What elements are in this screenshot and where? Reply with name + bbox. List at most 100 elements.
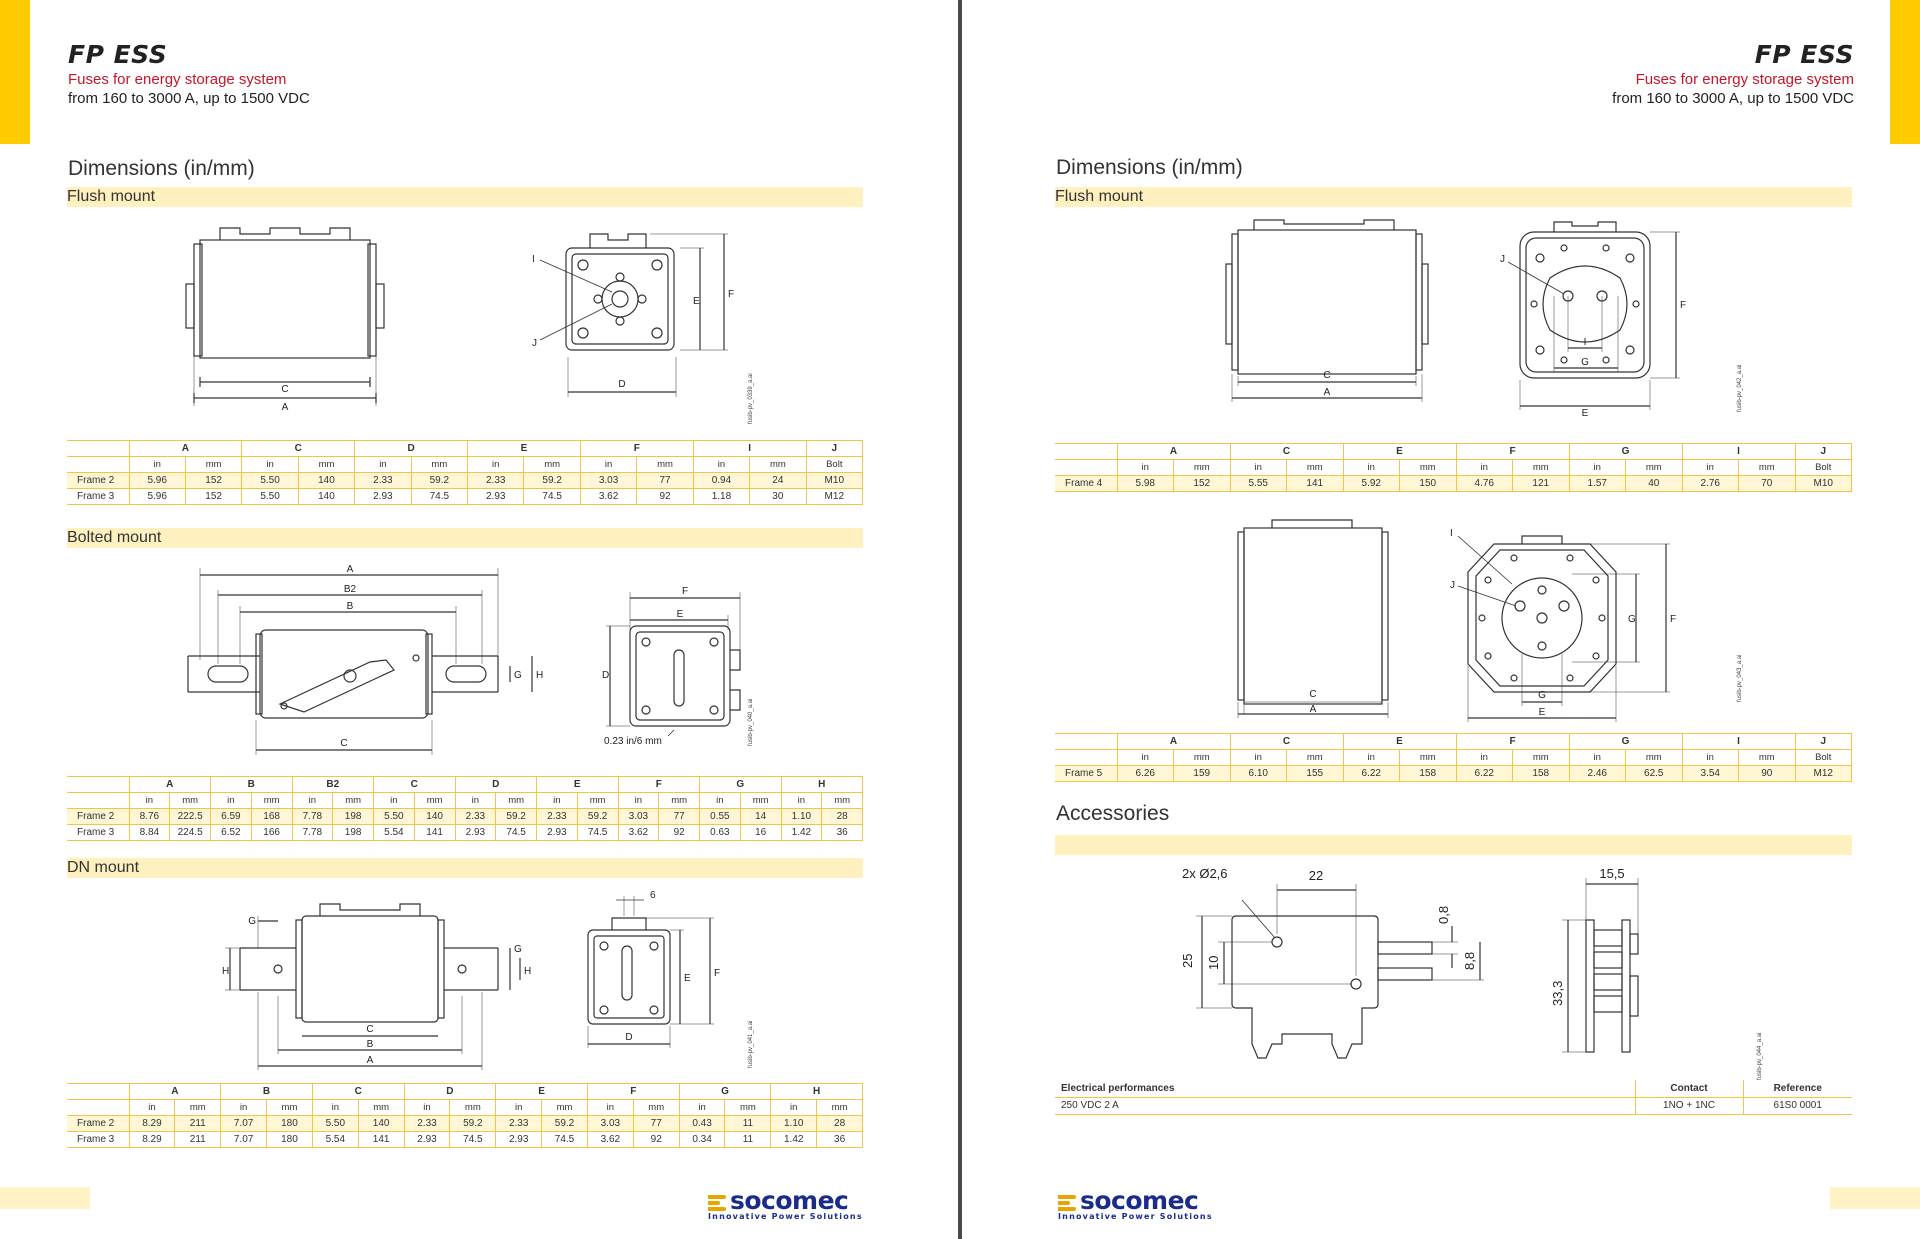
- col-header: C: [373, 776, 456, 793]
- col-header: G: [1568, 733, 1683, 750]
- table-cell: 28: [821, 808, 863, 825]
- unit-header: in: [1681, 459, 1739, 476]
- table-cell: 2.33: [536, 808, 578, 825]
- table-cell: 6.10: [1229, 765, 1287, 782]
- dim-label-10: 10: [1206, 956, 1221, 970]
- table-cell: 2.93: [495, 1131, 543, 1148]
- col-header: J: [805, 440, 864, 457]
- table-cell: 121: [1512, 475, 1570, 492]
- right-page: FP ESS Fuses for energy storage system f…: [962, 0, 1920, 1239]
- table-cell: 92: [632, 1131, 680, 1148]
- table-cell: 2.46: [1568, 765, 1626, 782]
- table-cell: 16: [739, 824, 782, 841]
- product-range: from 160 to 3000 A, up to 1500 VDC: [68, 90, 310, 107]
- table-cell: 140: [297, 488, 356, 505]
- col-header: C: [311, 1083, 405, 1100]
- unit-header: in: [1342, 749, 1400, 766]
- table-cell: 6.26: [1116, 765, 1174, 782]
- unit-header: mm: [658, 792, 700, 809]
- table-corner: [67, 440, 130, 457]
- table-cell: 140: [357, 1115, 405, 1132]
- col-header: F: [1455, 443, 1570, 460]
- unit-header: in: [373, 792, 415, 809]
- table-cell: 1.42: [770, 1131, 818, 1148]
- table-cell: 3.62: [579, 488, 638, 505]
- row-label: Frame 3: [67, 824, 130, 841]
- table-cell: 155: [1286, 765, 1344, 782]
- socomec-logo: socomec Innovative Power Solutions: [708, 1186, 863, 1221]
- dimensions-title: Dimensions (in/mm): [68, 157, 255, 180]
- unit-header: mm: [266, 1099, 313, 1116]
- dim-label-b2: B2: [344, 584, 357, 595]
- unit-header: mm: [297, 456, 356, 473]
- unit-header: in: [1681, 749, 1739, 766]
- table-cell: 5.96: [128, 472, 186, 489]
- col-header: F: [579, 440, 694, 457]
- drawing-file-ref: fusib-pv_044_a.ai: [1757, 1032, 1763, 1080]
- unit-header: in: [617, 792, 660, 809]
- table-cell: 0.34: [678, 1131, 726, 1148]
- col-header: E: [495, 1083, 588, 1100]
- table-cell: 59.2: [410, 472, 469, 489]
- unit-header: mm: [1286, 459, 1344, 476]
- row-label: Frame 2: [67, 472, 130, 489]
- dim-label-08: 0,8: [1436, 906, 1451, 924]
- dim-label-e: E: [693, 296, 700, 307]
- dim-label-c: C: [281, 384, 288, 395]
- table-cell: 11: [724, 1131, 772, 1148]
- unit-header: Bolt: [1794, 749, 1852, 766]
- section-bar-dn: DN mount: [67, 858, 863, 878]
- table-cell: 5.96: [128, 488, 186, 505]
- unit-header: mm: [523, 456, 581, 473]
- table-cell: 3.03: [579, 472, 638, 489]
- accessories-table: Electrical performances Contact Referenc…: [1055, 1080, 1852, 1115]
- unit-header: mm: [410, 456, 469, 473]
- table-cell: 8.76: [128, 808, 171, 825]
- table-cell: 141: [413, 824, 456, 841]
- table-cell: 28: [816, 1115, 863, 1132]
- dim-label-88: 8,8: [1462, 952, 1477, 970]
- table-cell: 74.5: [449, 1131, 497, 1148]
- dim-label-c: C: [340, 738, 347, 749]
- unit-header: mm: [749, 456, 807, 473]
- table-cell: 166: [250, 824, 293, 841]
- unit-header: mm: [332, 792, 374, 809]
- unit-header: mm: [1512, 749, 1570, 766]
- table-cell: 24: [749, 472, 807, 489]
- table-cell: 7.07: [220, 1115, 268, 1132]
- unit-header: mm: [636, 456, 694, 473]
- table-corner: [1055, 733, 1118, 750]
- table-cell: 1.18: [692, 488, 751, 505]
- acc-cell-reference: 61S0 0001: [1742, 1097, 1852, 1115]
- unit-header: in: [241, 456, 299, 473]
- col-header: H: [770, 1083, 863, 1100]
- unit-header: mm: [816, 1099, 863, 1116]
- col-header: I: [1681, 733, 1796, 750]
- table-cell: 40: [1625, 475, 1683, 492]
- unit-header: mm: [449, 1099, 497, 1116]
- page-tab-bottom: [0, 1187, 90, 1209]
- dim-label-d: D: [602, 670, 609, 681]
- col-header: C: [1229, 733, 1344, 750]
- table-cell: 5.54: [311, 1131, 359, 1148]
- table-cell: M10: [1794, 475, 1852, 492]
- unit-header: in: [220, 1099, 268, 1116]
- table-cell: 2.93: [354, 488, 412, 505]
- table-cell: 198: [332, 824, 374, 841]
- col-header: B2: [291, 776, 374, 793]
- col-header: A: [128, 1083, 222, 1100]
- unit-header: mm: [1738, 459, 1796, 476]
- col-header: D: [403, 1083, 497, 1100]
- col-header: I: [1681, 443, 1796, 460]
- acc-header-electrical: Electrical performances: [1055, 1080, 1635, 1098]
- table-cell: 168: [250, 808, 293, 825]
- unit-header: mm: [1738, 749, 1796, 766]
- unit-header: in: [1229, 459, 1287, 476]
- unit-header: in: [210, 792, 252, 809]
- unit-header: mm: [413, 792, 456, 809]
- product-subtitle: Fuses for energy storage system: [68, 71, 287, 88]
